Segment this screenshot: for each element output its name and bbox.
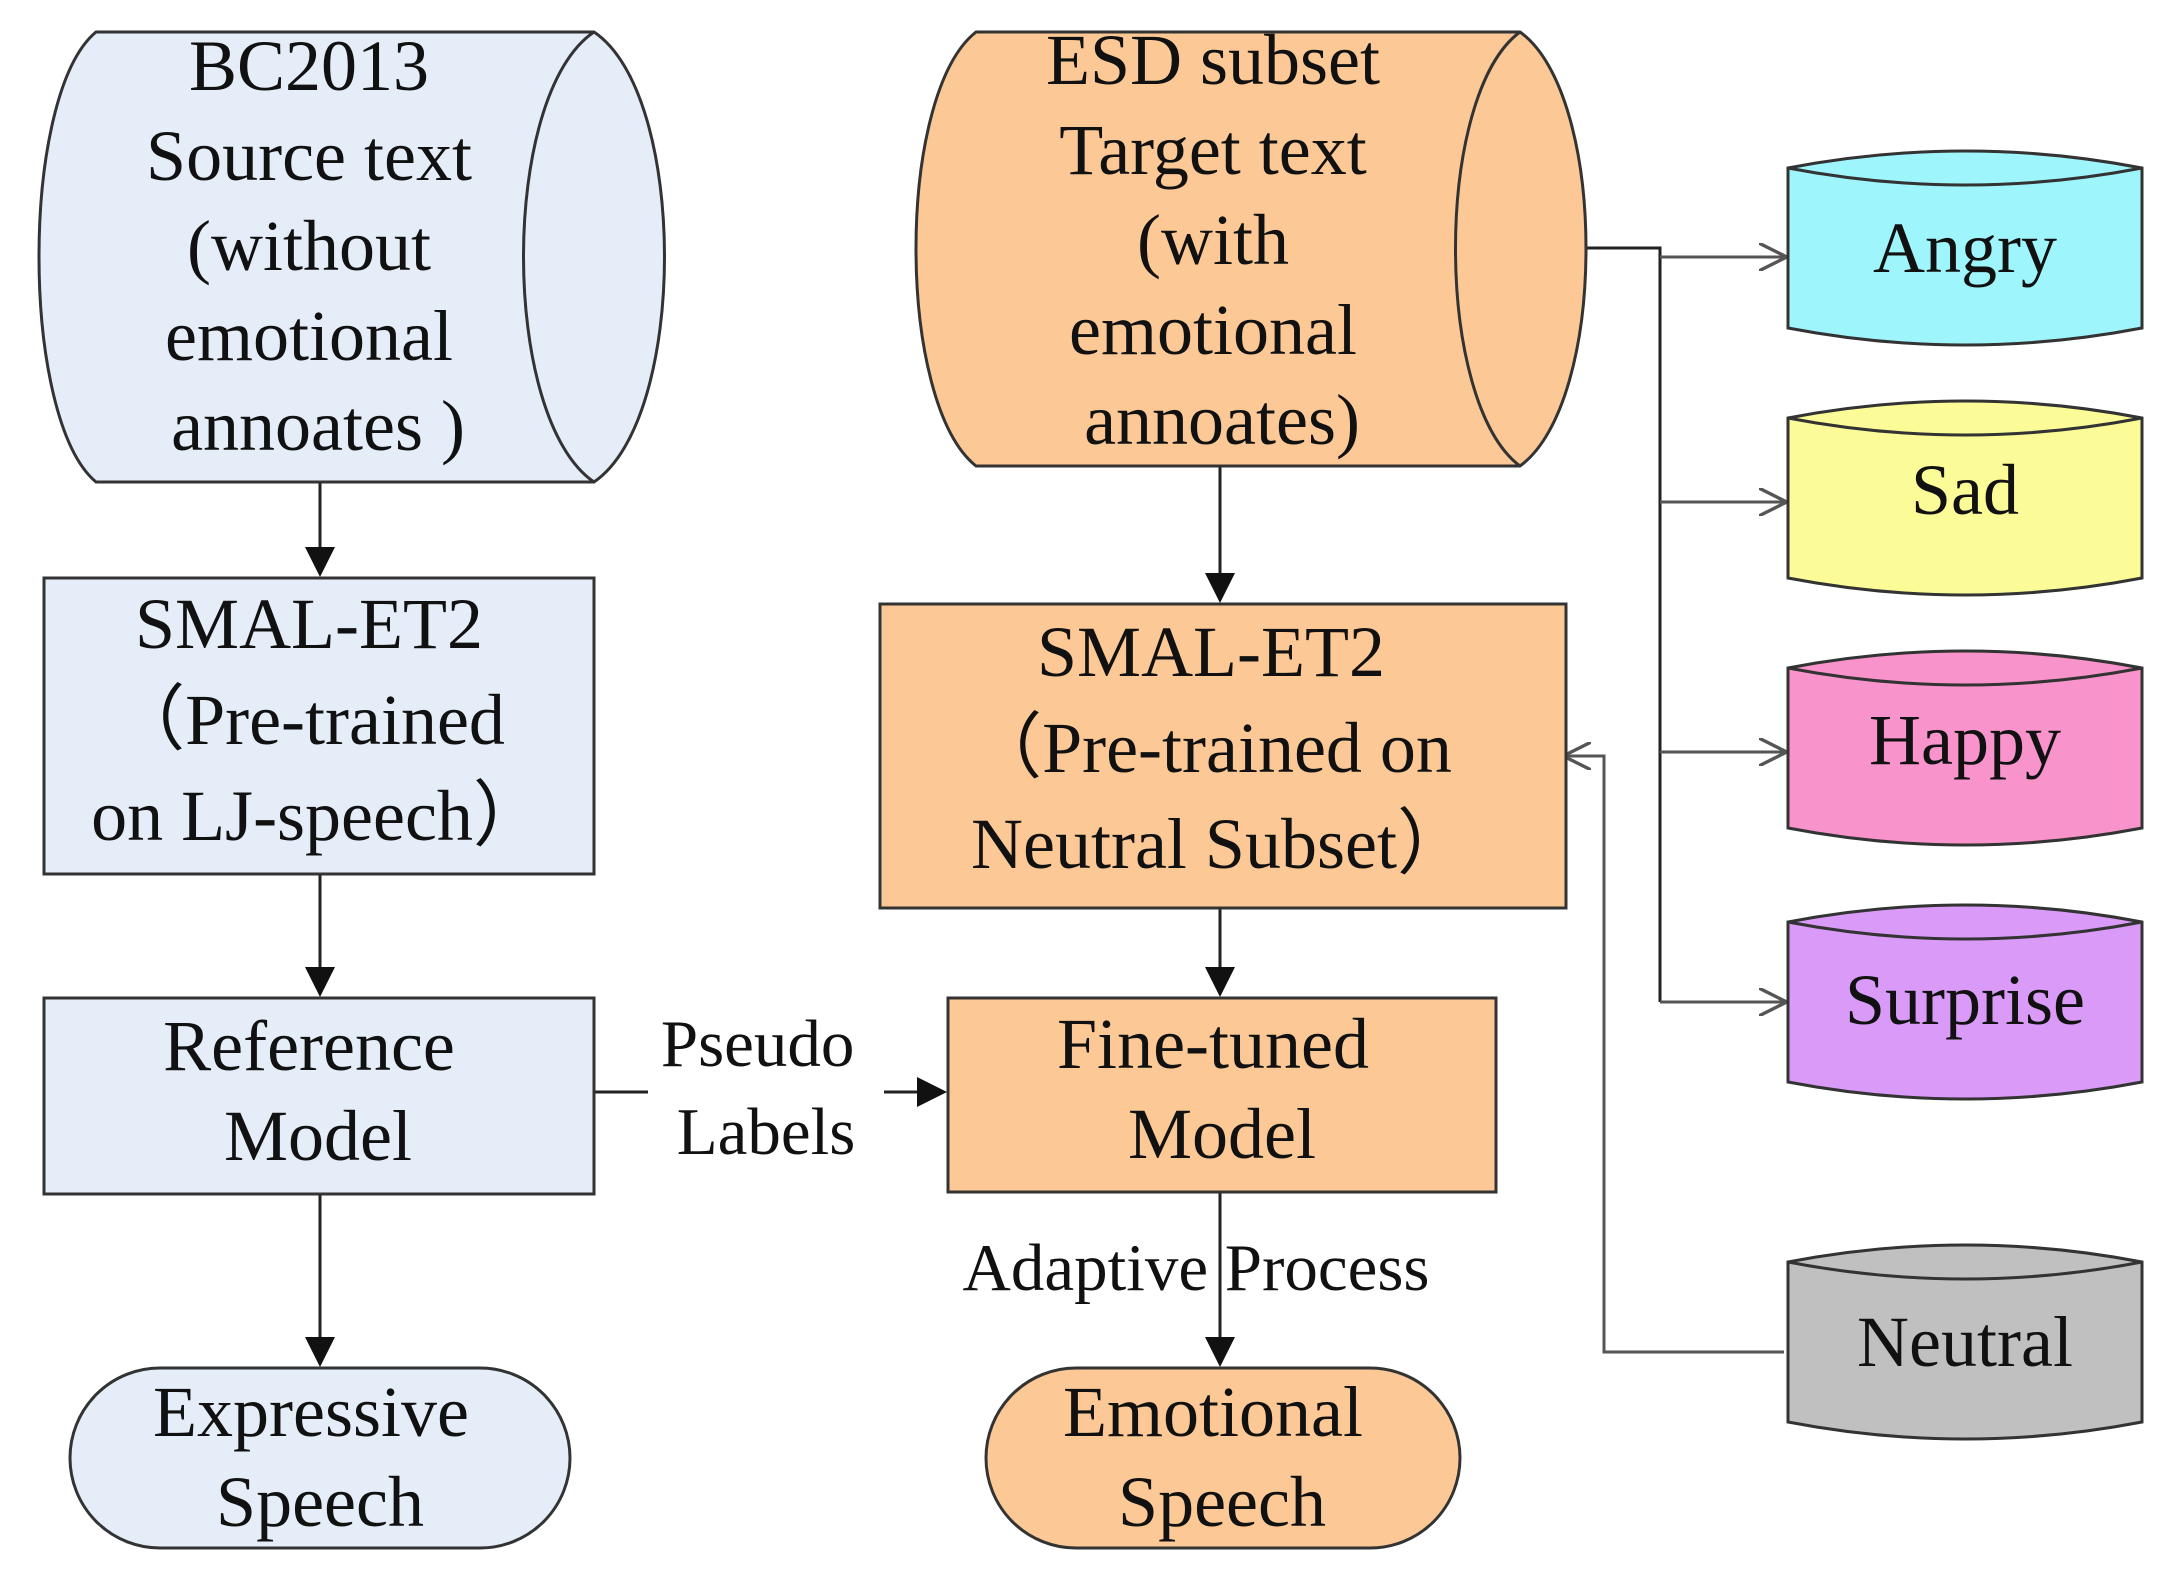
reference-label: Reference Model [163,1006,473,1176]
expressive-terminal [68,1366,572,1550]
node-emotional: Emotional Speech [984,1366,1462,1550]
node-surprise: Surprise [1786,903,2144,1101]
sad-label: Sad [1911,450,2019,530]
smal-left-label: SMAL-ET2 （Pre-trained on LJ-speech） [91,584,545,856]
bc2013-label: BC2013 Source text (without emotional an… [146,26,490,466]
surprise-label: Surprise [1845,960,2085,1040]
smal-right-label: SMAL-ET2 （Pre-trained on Neutral Subset） [970,612,1470,884]
node-esd: ESD subset Target text (with emotional a… [914,20,1588,468]
happy-cylinder [1786,649,2144,847]
sad-cylinder [1786,399,2144,597]
neutral-cylinder-top [1787,1260,2143,1281]
finetuned-box [946,996,1498,1194]
pseudo-labels-label: Pseudo Labels [661,1007,871,1169]
sad-cylinder-top [1787,416,2143,437]
smal-right-box [878,602,1568,910]
emotional-terminal [984,1366,1462,1550]
adaptive-process-label: Adaptive Process [962,1231,1429,1305]
neutral-cylinder [1786,1243,2144,1441]
angry-cylinder [1786,149,2144,347]
node-bc2013: BC2013 Source text (without emotional an… [37,26,666,484]
bc2013-scroll-edge [522,30,595,484]
node-expressive: Expressive Speech [68,1366,572,1550]
node-finetuned: Fine-tuned Model [946,996,1498,1194]
bc2013-scroll-shape [37,30,666,484]
surprise-cylinder-top [1787,920,2143,941]
node-neutral: Neutral [1786,1243,2144,1441]
edge-neutral-to-smal-right [1566,756,1784,1354]
neutral-label: Neutral [1857,1302,2073,1382]
esd-scroll-edge [1454,30,1521,468]
happy-cylinder-top [1787,666,2143,687]
node-happy: Happy [1786,649,2144,847]
angry-cylinder-top [1787,166,2143,187]
node-sad: Sad [1786,399,2144,597]
smal-left-box [42,576,596,876]
angry-label: Angry [1873,208,2057,288]
node-smal-left: SMAL-ET2 （Pre-trained on LJ-speech） [42,576,596,876]
expressive-label: Expressive Speech [153,1372,487,1542]
emotional-label: Emotional Speech [1063,1372,1381,1542]
node-angry: Angry [1786,149,2144,347]
pseudo-label-bg [648,1008,884,1176]
reference-box [42,996,596,1196]
node-smal-right: SMAL-ET2 （Pre-trained on Neutral Subset） [878,602,1568,910]
finetuned-label: Fine-tuned Model [1057,1004,1387,1174]
esd-label: ESD subset Target text (with emotional a… [1046,20,1398,460]
happy-label: Happy [1869,700,2061,780]
surprise-cylinder [1786,903,2144,1101]
node-reference: Reference Model [42,996,596,1196]
